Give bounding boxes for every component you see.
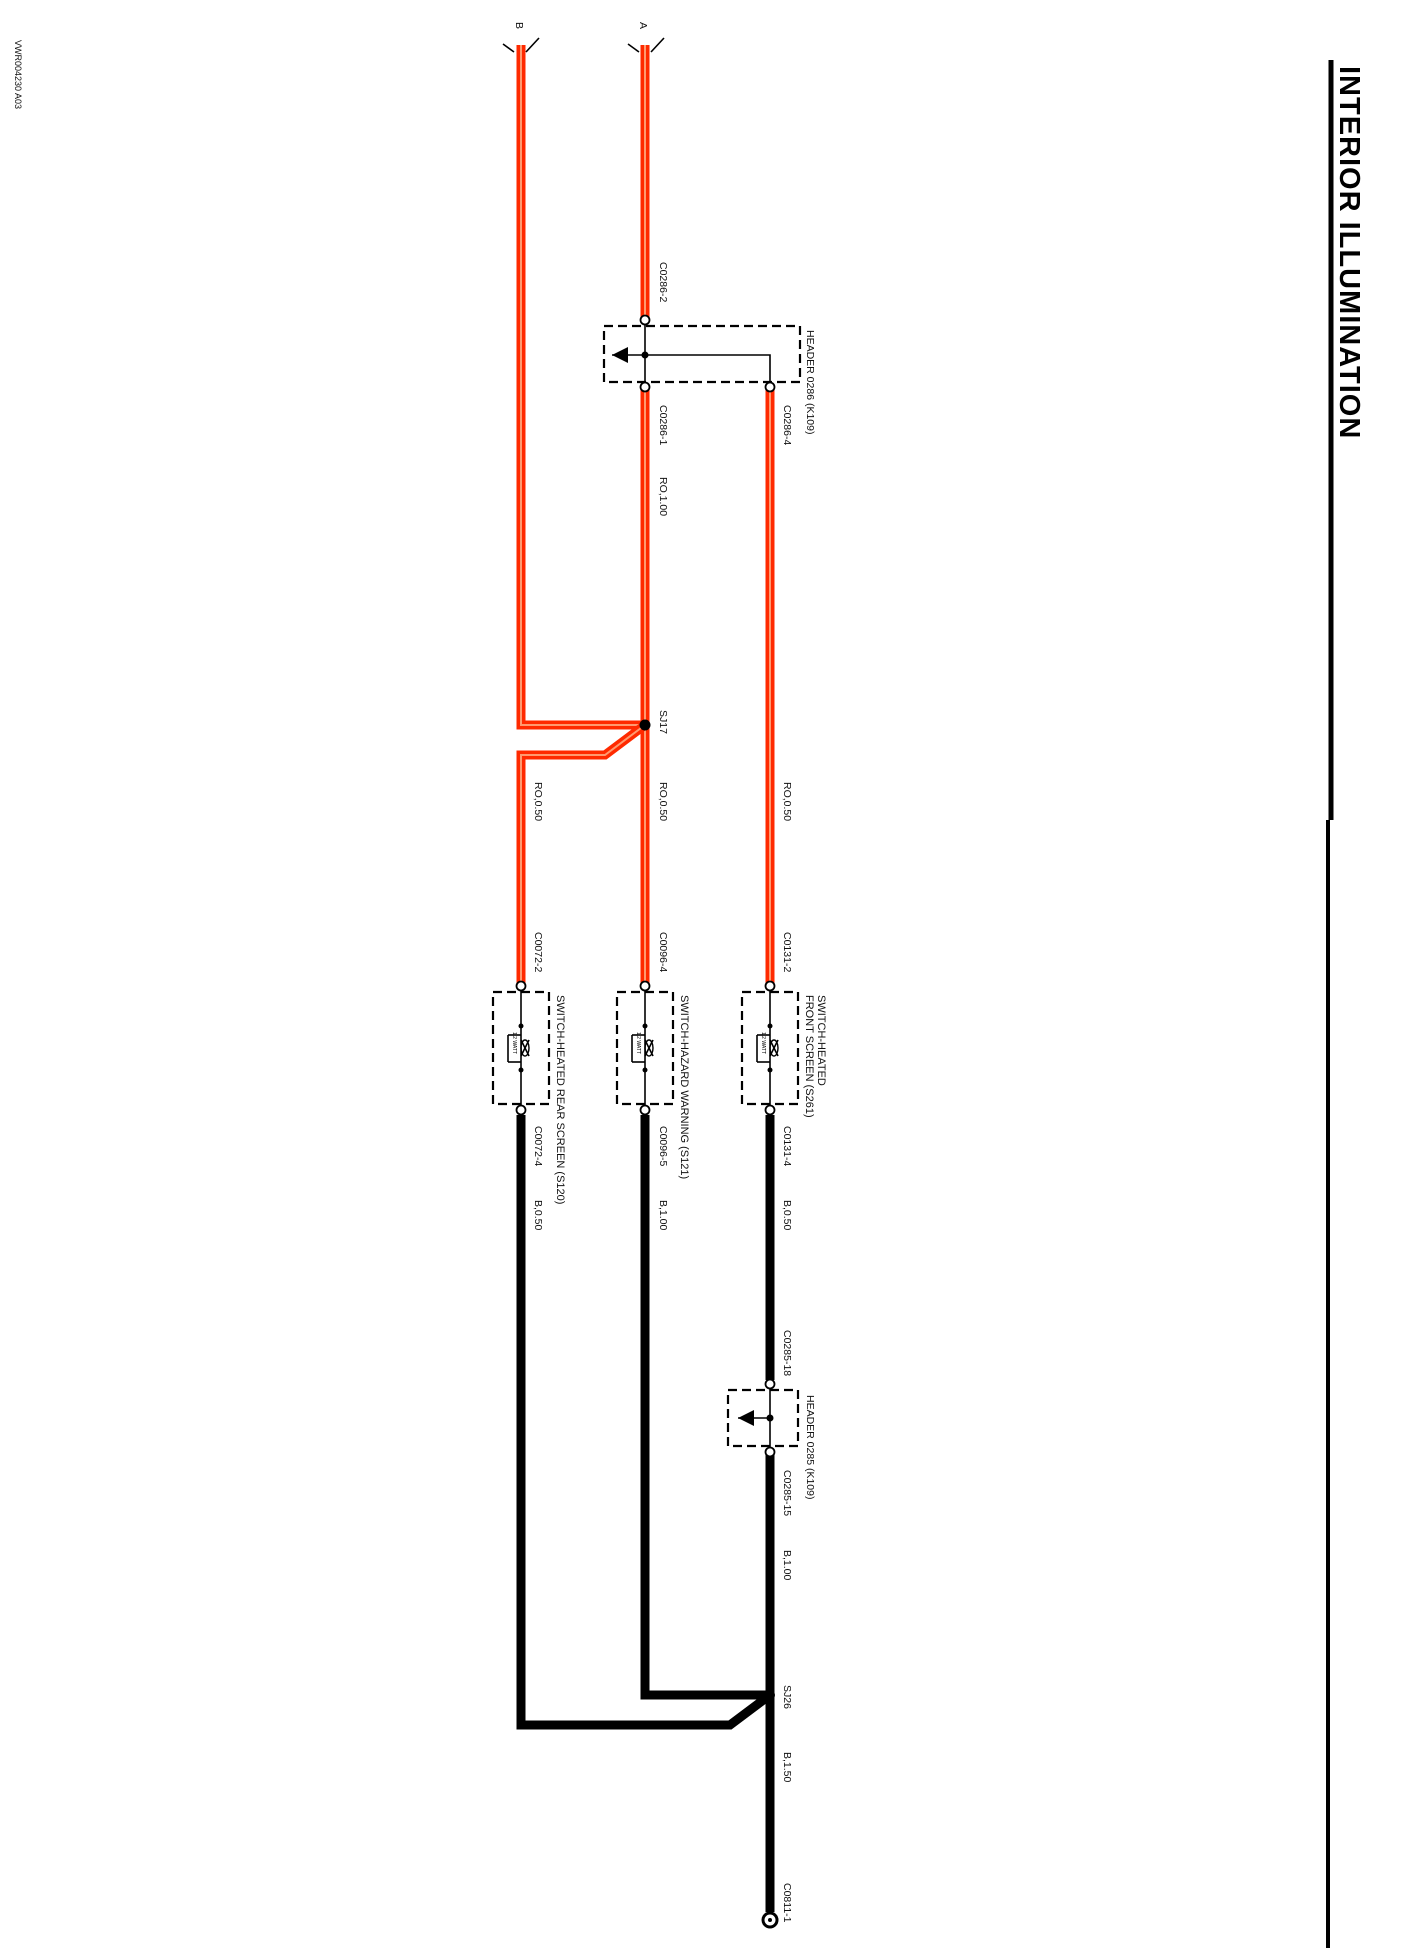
svg-text:1.2 WATT: 1.2 WATT [760,1032,766,1054]
wire-end-a: A [627,22,665,53]
label-b100-hazard: B,1.00 [657,1200,669,1231]
splice-sj26 [765,1690,775,1700]
header-0286: HEADER 0286 (K109) [602,314,816,434]
header-0286-label: HEADER 0286 (K109) [804,330,816,434]
label-b100-header: B,1.00 [781,1550,793,1581]
label-c0131-2: C0131-2 [781,932,793,972]
label-ro050-front: RO,0.50 [781,782,793,821]
switch-hazard-warning: 1.2 WATT SWITCH-HAZARD WARNING (S121) [615,980,690,1179]
switch-front-label-1: SWITCH-HEATED [815,995,827,1086]
label-c0285-18: C0285-18 [781,1330,793,1376]
label-c0285-15: C0285-15 [781,1470,793,1516]
label-c0131-4: C0131-4 [781,1126,793,1166]
switch-heated-rear-screen: 1.2 WATT SWITCH-HEATED REAR SCREEN (S120… [491,980,566,1204]
label-c0286-4: C0286-4 [781,405,793,445]
label-ro100: RO,1.00 [657,477,669,516]
svg-text:A: A [637,22,649,29]
ground-wires [516,1115,775,1912]
label-ro050-hazard: RO,0.50 [657,782,669,821]
label-c0096-5: C0096-5 [657,1126,669,1166]
label-c0286-1: C0286-1 [657,405,669,445]
splice-sj17 [639,719,651,731]
switch-heated-front-screen: 1.2 WATT SWITCH-HEATED FRONT SCREEN (S26… [740,980,827,1118]
page-title: INTERIOR ILLUMINATION [1333,66,1365,439]
label-b050-front: B,0.50 [781,1200,793,1231]
switch-rear-label: SWITCH-HEATED REAR SCREEN (S120) [554,995,566,1204]
label-sj17: SJ17 [657,710,669,734]
reference-code: VWR004230 A03 [13,40,23,109]
label-c0072-4: C0072-4 [532,1126,544,1166]
header-0285: HEADER 0285 (K109) [726,1378,816,1499]
header-0285-label: HEADER 0285 (K109) [804,1395,816,1499]
svg-text:1.2 WATT: 1.2 WATT [635,1032,641,1054]
label-b150: B,1.50 [781,1752,793,1783]
label-c0286-2: C0286-2 [657,262,669,302]
switch-hazard-label: SWITCH-HAZARD WARNING (S121) [678,995,690,1179]
svg-text:B: B [513,22,525,29]
label-c0096-4: C0096-4 [657,932,669,972]
label-sj26: SJ26 [781,1685,793,1709]
switch-front-label-2: FRONT SCREEN (S261) [803,995,815,1118]
label-c0072-2: C0072-2 [532,932,544,972]
ground-terminal [761,1911,779,1929]
label-ro050-rear: RO,0.50 [532,782,544,821]
label-c0811-1: C0811-1 [781,1883,793,1923]
label-b050-rear: B,0.50 [532,1200,544,1231]
svg-text:1.2 WATT: 1.2 WATT [511,1032,517,1054]
wire-end-b: B [502,22,540,53]
wire-b-red [516,45,648,983]
